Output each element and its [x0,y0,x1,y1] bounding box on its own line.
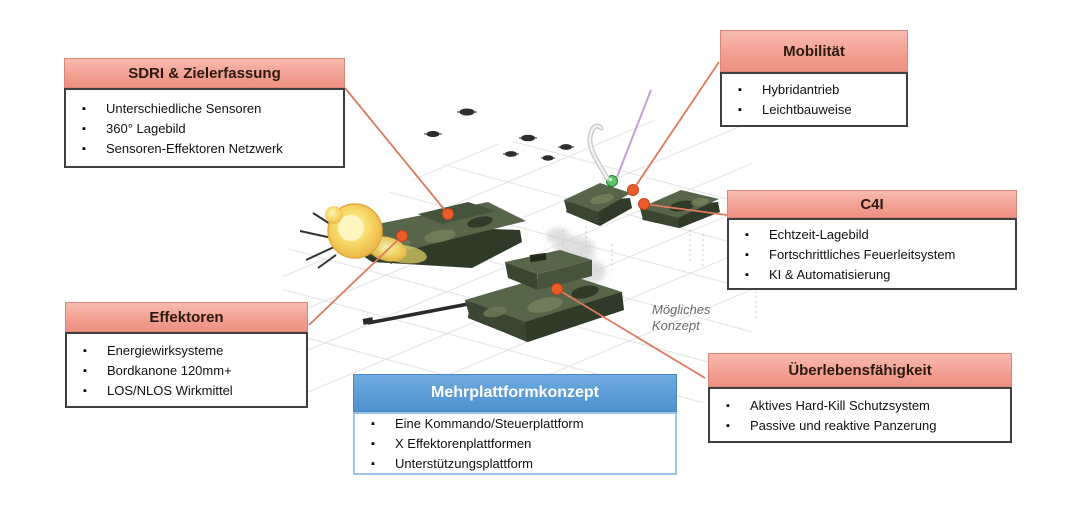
drone-icon [424,130,442,138]
bullet-item: Unterschiedliche Sensoren [66,101,343,117]
tracer-line [616,89,652,178]
callout-mehrplattformkonzept: Mehrplattformkonzept Eine Kommando/Steue… [353,374,677,475]
bullet-item: Energiewirksysteme [67,343,306,359]
connector-dot [638,198,650,210]
bullet-item: KI & Automatisierung [729,267,1015,283]
bullet-item: Eine Kommando/Steuerplattform [355,416,675,432]
callout-c4i-title: C4I [727,190,1017,218]
drone-icon [503,151,519,157]
bullet-item: 360° Lagebild [66,121,343,137]
tank-command-icon [564,175,632,226]
drone-swarm [424,108,574,161]
callout-sdri: SDRI & Zielerfassung Unterschiedliche Se… [64,58,345,168]
explosion-icon [299,203,427,269]
scene-caption: Mögliches Konzept [652,302,742,334]
callout-mobilitaet-list: Hybridantrieb Leichtbauweise [720,72,908,127]
connector-dot [442,208,454,220]
bullet-item: Sensoren-Effektoren Netzwerk [66,141,343,157]
scene-caption-line1: Mögliches [652,302,711,317]
bullet-item: Unterstützungsplattform [355,456,675,472]
drone-icon [541,155,555,161]
callout-mobilitaet: Mobilität Hybridantrieb Leichtbauweise [720,30,908,127]
callout-ueberlebensfaehigkeit: Überlebensfähigkeit Aktives Hard-Kill Sc… [708,353,1012,443]
connector-line-effektoren [308,235,403,326]
connector-dot [627,184,639,196]
callout-c4i-list: Echtzeit-Lagebild Fortschrittliches Feue… [727,218,1017,290]
bullet-item: Leichtbauweise [722,102,906,118]
callout-effektoren: Effektoren Energiewirksysteme Bordkanone… [65,302,308,408]
tank-right-icon [640,190,720,228]
callout-mehrplattformkonzept-title: Mehrplattformkonzept [353,374,677,412]
connector-dot [396,230,408,242]
connector-line-c4i [643,203,728,216]
connector-dot [551,283,563,295]
callout-c4i: C4I Echtzeit-Lagebild Fortschrittliches … [727,190,1017,290]
bullet-item: Bordkanone 120mm+ [67,363,306,379]
callout-effektoren-title: Effektoren [65,302,308,332]
callout-mehrplattformkonzept-list: Eine Kommando/Steuerplattform X Effektor… [353,412,677,475]
connector-line-sdri [344,87,449,215]
drone-icon [519,134,537,142]
connector-line-ueberleben [556,288,706,379]
connector-line-mobilitaet [632,61,720,191]
bullet-item: Aktives Hard-Kill Schutzsystem [710,398,1010,414]
drone-icon [457,108,477,116]
callout-effektoren-list: Energiewirksysteme Bordkanone 120mm+ LOS… [65,332,308,408]
bullet-item: X Effektorenplattformen [355,436,675,452]
drone-icon [558,144,574,150]
bullet-item: Echtzeit-Lagebild [729,227,1015,243]
bullet-item: LOS/NLOS Wirkmittel [67,383,306,399]
missile-trail-core [588,124,609,180]
callout-ueberlebensfaehigkeit-list: Aktives Hard-Kill Schutzsystem Passive u… [708,387,1012,443]
bullet-item: Passive und reaktive Panzerung [710,418,1010,434]
callout-ueberlebensfaehigkeit-title: Überlebensfähigkeit [708,353,1012,387]
callout-sdri-title: SDRI & Zielerfassung [64,58,345,88]
bullet-item: Fortschrittliches Feuerleitsystem [729,247,1015,263]
callout-sdri-list: Unterschiedliche Sensoren 360° Lagebild … [64,88,345,168]
callout-mobilitaet-title: Mobilität [720,30,908,72]
scene-caption-line2: Konzept [652,318,700,333]
tank-mbt-icon [362,250,624,342]
bullet-item: Hybridantrieb [722,82,906,98]
